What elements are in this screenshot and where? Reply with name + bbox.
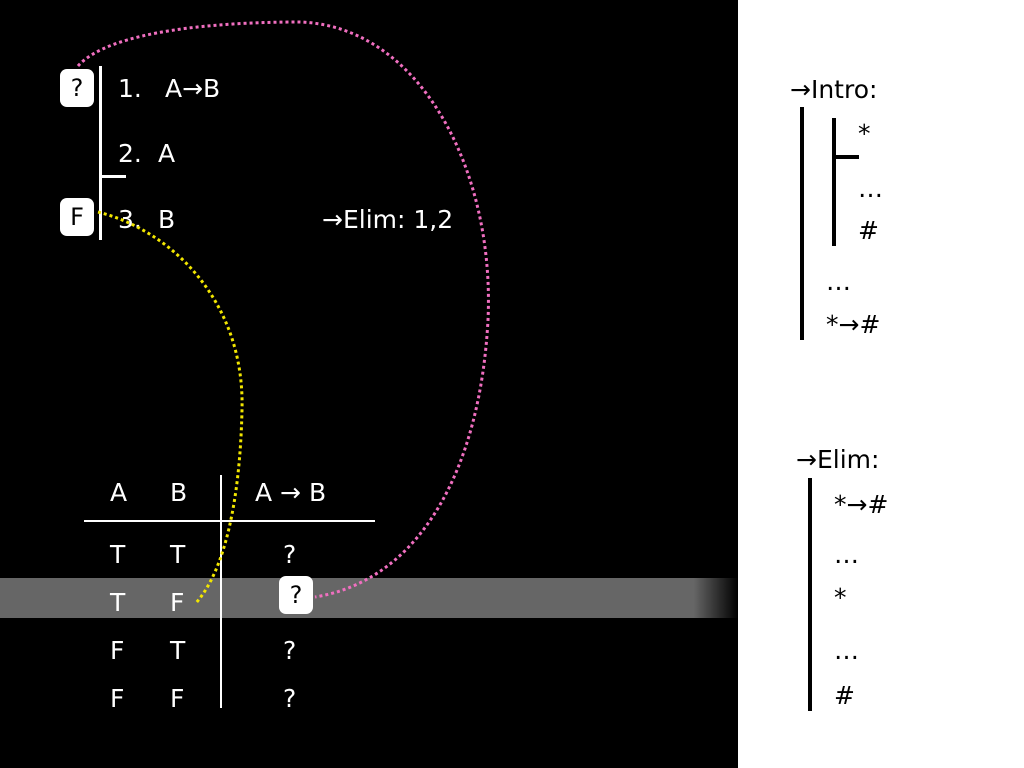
intro-inner-line: # bbox=[858, 216, 879, 245]
elim-line: * bbox=[834, 583, 847, 612]
table-cell: ? bbox=[283, 636, 297, 665]
table-cell-highlighted: ? bbox=[279, 576, 313, 614]
table-cell: T bbox=[110, 588, 126, 617]
proof-line-3-formula: B bbox=[158, 205, 176, 234]
intro-outer-bar bbox=[800, 107, 804, 340]
proof-line-3-number: 3. bbox=[118, 205, 142, 234]
proof-scope-bar bbox=[99, 66, 102, 240]
dark-panel bbox=[0, 0, 738, 768]
elim-rule-title: →Elim: bbox=[796, 445, 880, 474]
intro-outer-line: *→# bbox=[826, 310, 881, 339]
table-cell: ? bbox=[283, 684, 297, 713]
elim-line: # bbox=[834, 681, 855, 710]
intro-outer-line: … bbox=[826, 267, 851, 296]
proof-line-1-number: 1. bbox=[118, 74, 142, 103]
intro-inner-bar bbox=[832, 118, 836, 246]
yellow-connector bbox=[97, 210, 244, 604]
elim-line: … bbox=[834, 636, 859, 665]
table-header-b: B bbox=[170, 478, 188, 507]
pink-connector bbox=[76, 20, 490, 599]
intro-inner-line: * bbox=[858, 119, 871, 148]
proof-line-2-formula: A bbox=[158, 139, 176, 168]
table-cell: T bbox=[170, 540, 186, 569]
proof-line-3-justification: →Elim: 1,2 bbox=[322, 205, 454, 234]
table-cell: F bbox=[170, 684, 185, 713]
proof-line-2-number: 2. bbox=[118, 139, 142, 168]
table-cell: ? bbox=[283, 540, 297, 569]
table-cell: T bbox=[110, 540, 126, 569]
table-cell: F bbox=[110, 684, 125, 713]
proof-premise-bar bbox=[99, 175, 126, 178]
proof-line-3-tag: F bbox=[60, 198, 94, 236]
proof-line-1-formula: A→B bbox=[165, 74, 221, 103]
table-header-rule bbox=[84, 520, 375, 522]
elim-bar bbox=[808, 478, 812, 711]
elim-line: … bbox=[834, 540, 859, 569]
table-header-formula: A → B bbox=[255, 478, 327, 507]
table-cell: F bbox=[170, 588, 185, 617]
table-header-a: A bbox=[110, 478, 128, 507]
table-cell: T bbox=[170, 636, 186, 665]
highlighted-row-band bbox=[0, 578, 738, 618]
elim-line: *→# bbox=[834, 490, 889, 519]
table-cell: F bbox=[110, 636, 125, 665]
proof-line-1-tag: ? bbox=[60, 69, 94, 107]
intro-inner-line: … bbox=[858, 174, 883, 203]
table-column-rule bbox=[220, 475, 222, 708]
intro-rule-title: →Intro: bbox=[790, 75, 878, 104]
intro-assumption-bar bbox=[832, 155, 859, 159]
